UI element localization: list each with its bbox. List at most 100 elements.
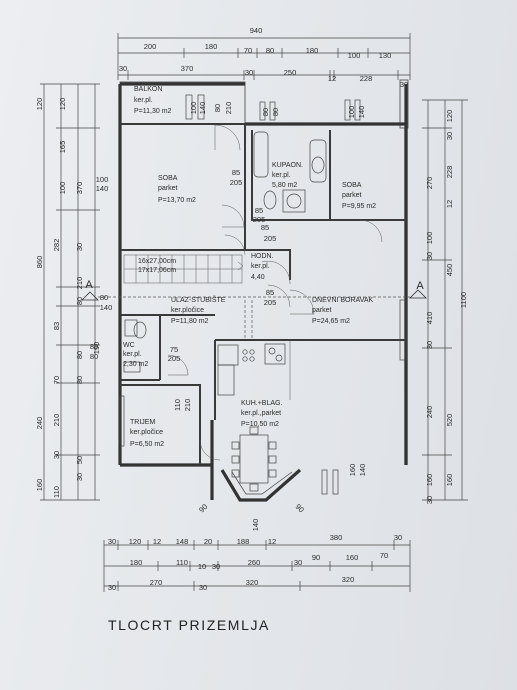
room-trijem-area: P=6,50 m2 (130, 441, 164, 448)
room-boravak-floor: parket (312, 307, 332, 314)
room-soba2-floor: parket (342, 192, 362, 199)
dim-top: 180 (306, 46, 319, 55)
dim-right: 240 (425, 406, 434, 419)
dim-left: 210 (52, 414, 61, 427)
dim-right: 160 (445, 474, 454, 487)
dim-bottom: 160 (346, 553, 359, 562)
dim-left: 83 (52, 322, 61, 330)
dim-interior: 80 (90, 352, 98, 361)
dim-right: 30 (445, 132, 454, 140)
dim-left: 80 (75, 351, 84, 359)
room-hodn-area: 4,40 (251, 274, 265, 281)
dim-left: 120 (58, 98, 67, 111)
dim-left-total: 860 (35, 256, 44, 269)
room-kuh-floor: ker.pl.,parket (241, 410, 281, 417)
dim-right: 270 (425, 177, 434, 190)
dim-bottom: 20 (204, 537, 212, 546)
dim-interior: 90 (294, 502, 306, 514)
dim-interior: 205 (264, 298, 277, 307)
section-mark-right: A (416, 280, 424, 292)
interior-walls (120, 123, 406, 465)
dim-interior: 140 (96, 184, 109, 193)
dim-top: 30 (119, 64, 127, 73)
dim-bottom: 148 (176, 537, 189, 546)
dim-interior: 75 (170, 345, 178, 354)
dim-right: 12 (445, 200, 454, 208)
dim-left: 282 (52, 239, 61, 252)
room-wc-area: 2,30 m2 (123, 361, 148, 368)
dim-right: 100 (425, 232, 434, 245)
dim-interior: 85 (261, 223, 269, 232)
dim-left: 165 (58, 141, 67, 154)
dim-bottom: 10 (198, 562, 206, 571)
dim-top: 12 (328, 74, 336, 83)
room-hodn-name: HODN. (251, 253, 274, 260)
dim-left: 110 (52, 486, 61, 498)
dim-bottom: 12 (153, 537, 161, 546)
room-ulaz-name: ULAZ-STUBIŠTE (171, 295, 226, 304)
dim-interior: 140 (100, 303, 113, 312)
outer-walls (118, 79, 409, 502)
right-dimensions: 120 30 228 270 12 100 30 450 410 30 520 … (422, 99, 468, 504)
room-kupaon-area: 5,80 m2 (272, 182, 297, 189)
dim-bottom: 30 (108, 583, 116, 592)
room-soba1-area: P=13,70 m2 (158, 197, 196, 204)
room-boravak-area: P=24,65 m2 (312, 318, 350, 325)
room-soba2-area: P=9,95 m2 (342, 203, 376, 210)
room-labels: BALKON ker.pl. P=11,30 m2 SOBA parket P=… (123, 86, 376, 448)
dim-bottom: 260 (248, 558, 261, 567)
dim-top: 70 (244, 46, 252, 55)
dim-interior: 140 (198, 102, 207, 115)
dim-bottom: 30 (294, 558, 302, 567)
dim-left: 80 (75, 297, 84, 305)
dim-left: 80 (75, 376, 84, 384)
dim-top: 100 (348, 51, 361, 60)
dim-right: 450 (445, 264, 454, 277)
dim-top: 180 (205, 42, 218, 51)
dim-bottom: 70 (380, 551, 388, 560)
dim-interior: 80 (90, 342, 98, 351)
dim-right: 120 (445, 110, 454, 123)
dim-bottom: 380 (330, 533, 343, 542)
dim-bottom: 270 (150, 578, 163, 587)
top-dimensions: 940 200 180 70 80 180 100 130 30 370 30 … (117, 26, 411, 89)
dim-bottom: 120 (129, 537, 142, 546)
dim-interior: 210 (183, 399, 192, 412)
dim-interior: 205 (230, 178, 243, 187)
dim-top: 370 (181, 64, 194, 73)
dim-bottom: 188 (237, 537, 250, 546)
interior-dimensions: 100 140 80 210 80 80 100 140 85 205 85 2… (90, 102, 367, 532)
room-kuh-name: KUH.+BLAG. (241, 400, 282, 407)
dim-interior: 210 (224, 102, 233, 115)
dim-right: 520 (445, 414, 454, 427)
dim-interior: 160 (348, 464, 357, 477)
dim-left: 160 (35, 479, 44, 492)
room-boravak-name: DNEVNI BORAVAK (312, 297, 374, 304)
room-soba1-floor: parket (158, 185, 178, 192)
dim-bottom: 30 (108, 537, 116, 546)
dim-top: 200 (144, 42, 157, 51)
dim-interior: 80 (213, 104, 222, 112)
dim-bottom: 320 (342, 575, 355, 584)
dim-interior: 205 (253, 215, 266, 224)
room-hodn-floor: ker.pl. (251, 263, 270, 270)
room-wc-floor: ker.pl. (123, 351, 142, 358)
dim-bottom: 90 (312, 553, 320, 562)
room-soba1-name: SOBA (158, 175, 178, 182)
dim-left: 120 (35, 98, 44, 111)
stairs-spec-2: 17x17,06cm (138, 267, 176, 274)
room-kupaon-floor: ker.pl. (272, 172, 291, 179)
dim-left: 100 (58, 182, 67, 195)
room-balkon-area: P=11,30 m2 (134, 108, 172, 115)
dim-bottom: 30 (199, 583, 207, 592)
dim-bottom: 12 (268, 537, 276, 546)
dim-interior: 140 (358, 464, 367, 477)
left-dimensions: 860 120 120 165 100 370 282 30 210 80 83… (35, 83, 101, 501)
dim-top-total: 940 (250, 26, 263, 35)
room-trijem-floor: ker.pločice (130, 429, 163, 436)
section-mark-left: A (85, 279, 93, 291)
room-kuh-area: P=10,50 m2 (241, 421, 279, 428)
dim-interior: 80 (271, 108, 280, 116)
room-balkon-floor: ker.pl. (134, 97, 153, 104)
